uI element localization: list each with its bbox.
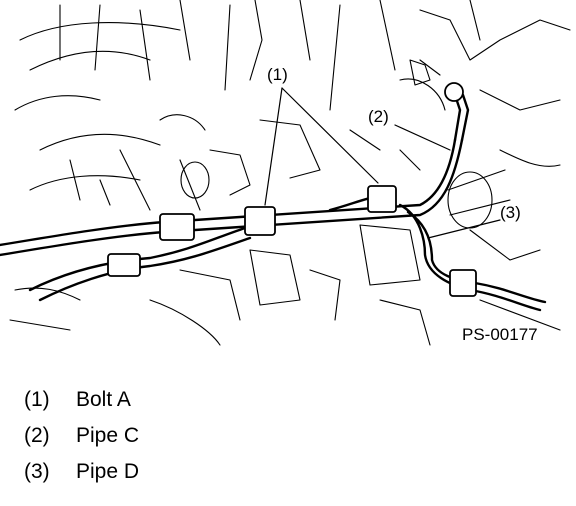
pipe-clamps: [107, 82, 477, 297]
legend-text: Pipe C: [76, 424, 140, 447]
engine-background-lines: [9, 0, 571, 346]
legend-number: (2): [24, 424, 50, 447]
callout-2: (2): [368, 107, 389, 126]
legend-row: (1) Bolt A: [24, 382, 139, 418]
figure-id: PS-00177: [462, 325, 538, 344]
legend-number: (1): [24, 388, 50, 411]
legend-text: Pipe D: [76, 460, 140, 483]
legend-row: (2) Pipe C: [24, 418, 139, 454]
legend-text: Bolt A: [76, 388, 131, 411]
legend: (1) Bolt A (2) Pipe C (3) Pipe D: [24, 382, 139, 490]
callout-labels: (1) (2) (3): [267, 65, 521, 222]
pipe-routing-diagram: (1) (2) (3) PS-00177: [0, 0, 571, 346]
callout-1: (1): [267, 65, 288, 84]
callout-leaders: [264, 87, 501, 239]
legend-number: (3): [24, 460, 50, 483]
legend-row: (3) Pipe D: [24, 454, 139, 490]
callout-3: (3): [500, 203, 521, 222]
